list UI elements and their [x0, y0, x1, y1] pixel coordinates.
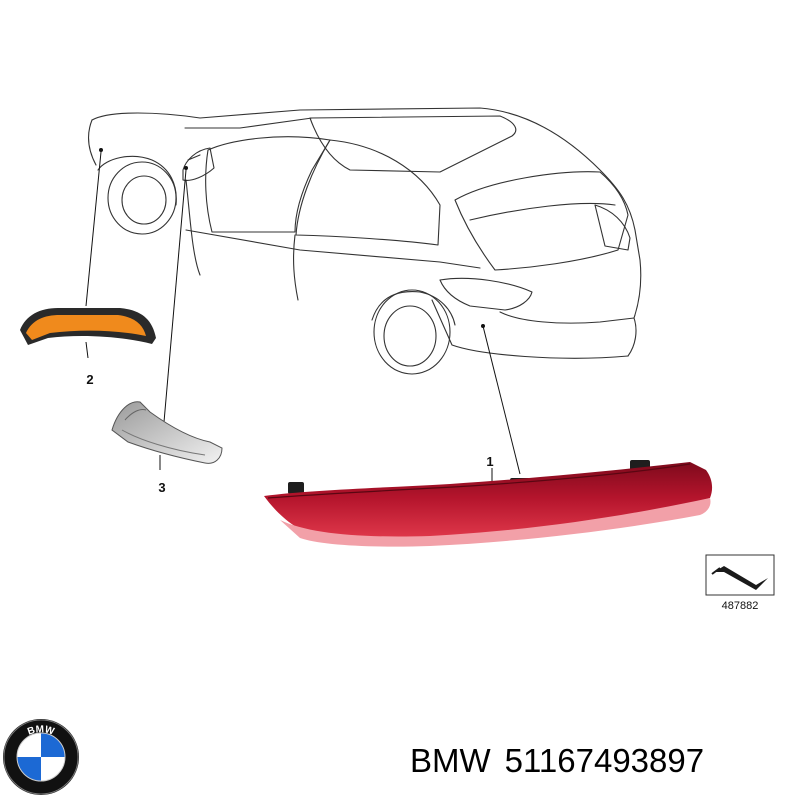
- car-outline-drawing: [87, 107, 642, 375]
- mirror-turn-signal-part: [111, 401, 223, 464]
- logo-lettering: BMW: [26, 724, 56, 738]
- leader-dots: [99, 148, 485, 328]
- leader-line-1: [482, 325, 521, 475]
- leader-line-3: [163, 169, 187, 423]
- part-caption: BMW 51167493897: [410, 742, 790, 780]
- angle-arrow-icon: [714, 566, 768, 590]
- callout-2: 2: [86, 372, 93, 387]
- side-marker-light-part: [20, 308, 156, 345]
- leader-line-2-lower: [85, 341, 89, 359]
- brand-name: BMW: [410, 742, 491, 779]
- callout-1: 1: [486, 454, 493, 469]
- bmw-logo: BMW: [3, 719, 79, 795]
- callout-3: 3: [158, 480, 165, 495]
- part-number: 51167493897: [504, 742, 705, 779]
- leader-line-2: [85, 151, 102, 307]
- reference-symbol: [705, 554, 775, 596]
- reference-number: 487882: [722, 600, 759, 612]
- rear-reflector-part: [264, 460, 713, 547]
